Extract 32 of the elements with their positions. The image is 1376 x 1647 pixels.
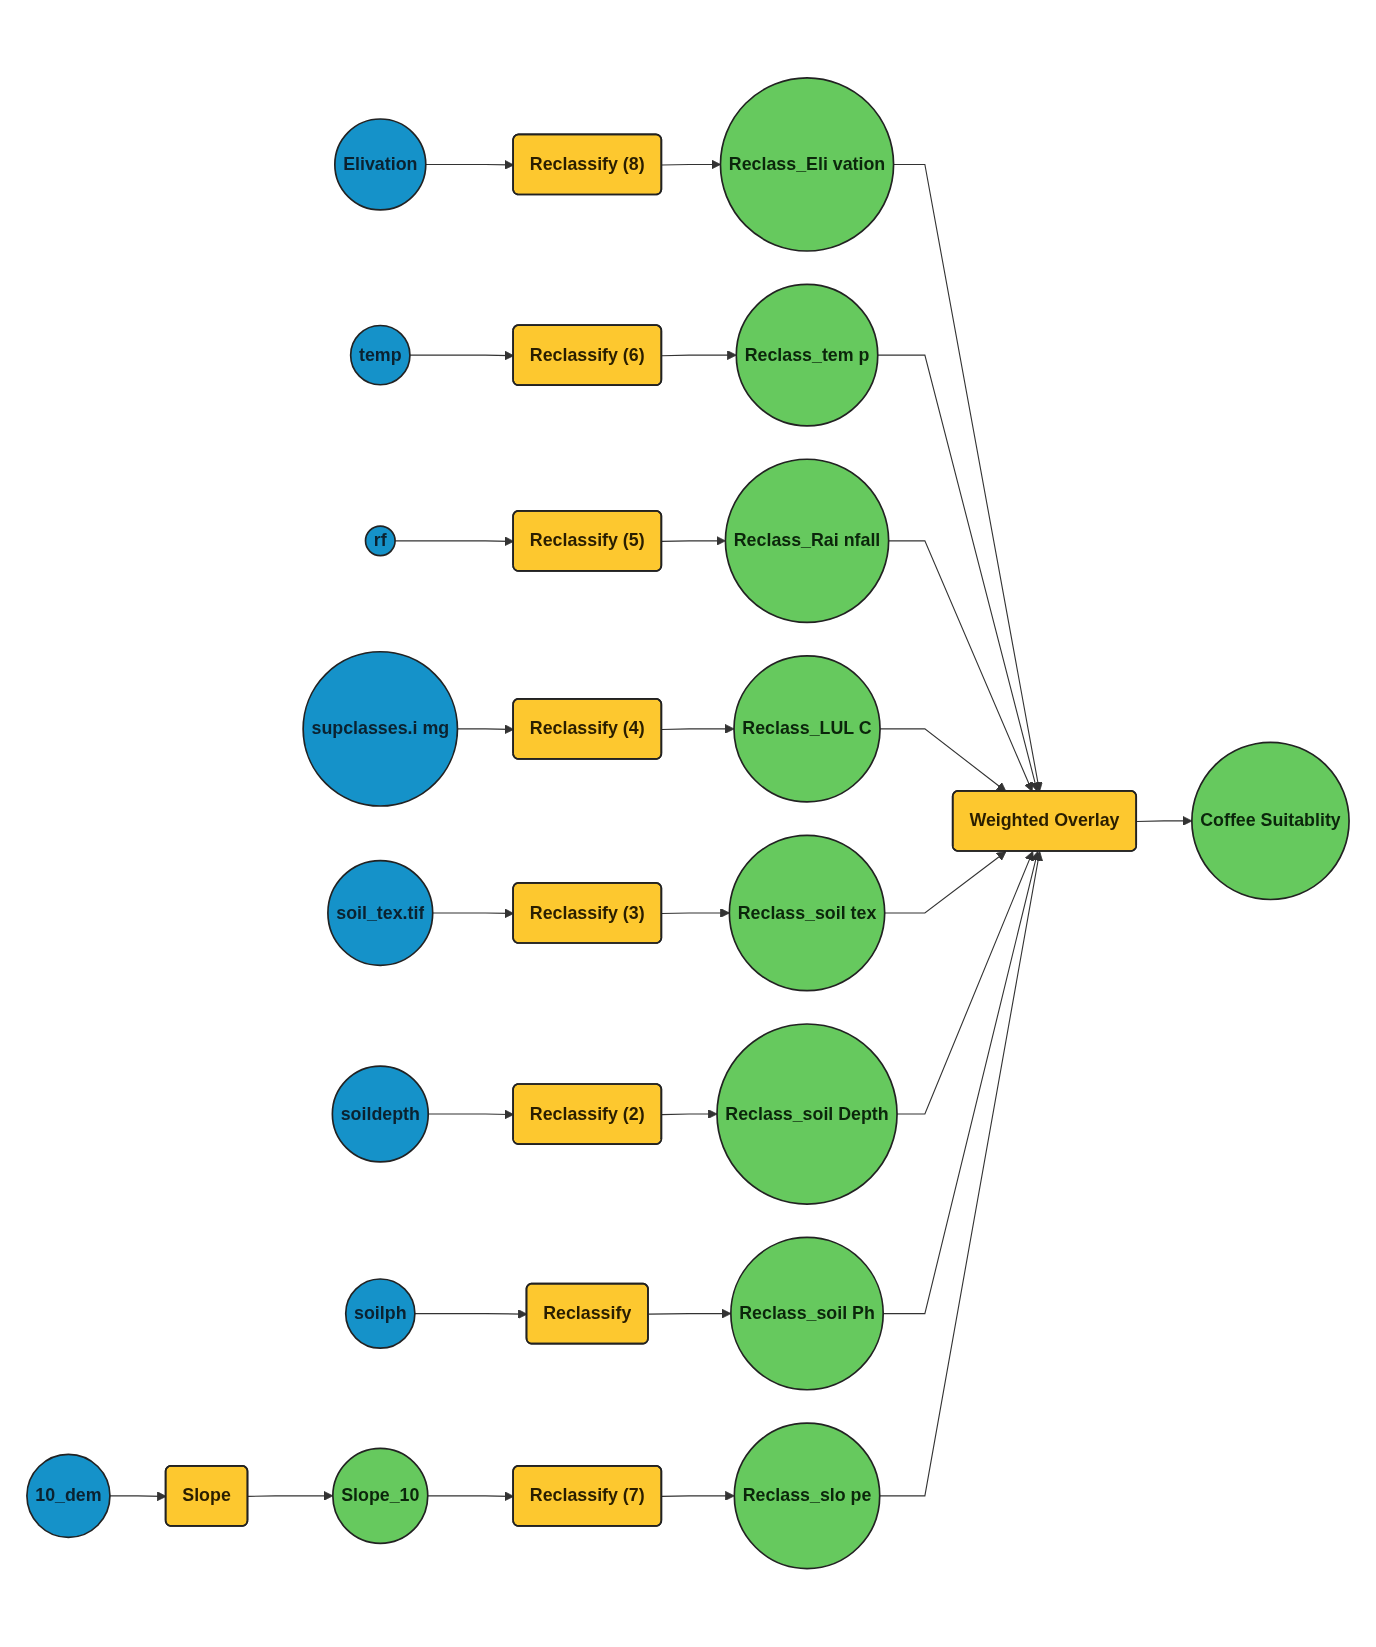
arrow xyxy=(661,350,737,361)
arrow xyxy=(661,908,730,919)
arrow xyxy=(877,354,1040,793)
node-circle: Coffee Suitablity xyxy=(1191,741,1350,901)
arrow xyxy=(893,164,1043,793)
node-circle: Reclass_soil Ph xyxy=(730,1236,884,1391)
node-circle: soil_tex.tif xyxy=(327,860,434,967)
node-circle: supclasses.i mg xyxy=(302,651,459,808)
arrow xyxy=(884,851,1007,914)
node-circle: Slope_10 xyxy=(332,1447,429,1545)
node-circle: soilph xyxy=(344,1278,416,1350)
arrow xyxy=(879,851,1043,1497)
node-circle: temp xyxy=(349,324,411,386)
arrow xyxy=(661,536,726,546)
node-circle: 10_dem xyxy=(26,1453,111,1539)
arrow xyxy=(648,1308,732,1319)
node-circle: Reclass_soil tex xyxy=(728,834,886,992)
arrow xyxy=(661,724,735,735)
node-circle: Reclass_tem p xyxy=(735,283,879,427)
arrow xyxy=(661,1491,735,1501)
node-circle: Reclass_Eli vation xyxy=(719,77,895,253)
node-circle: rf xyxy=(364,525,396,557)
node-circle: Reclass_soil Depth xyxy=(716,1023,898,1206)
node-circle: Reclass_LUL C xyxy=(733,655,881,803)
arrow xyxy=(661,1109,718,1120)
node-circle: Reclass_slo pe xyxy=(733,1422,881,1570)
node-circle: Elivation xyxy=(334,118,427,212)
arrow xyxy=(661,159,721,170)
node-circle: soildepth xyxy=(331,1065,430,1164)
arrow xyxy=(1136,816,1193,827)
node-circle: Reclass_Rai nfall xyxy=(724,458,890,624)
arrow xyxy=(888,540,1034,793)
